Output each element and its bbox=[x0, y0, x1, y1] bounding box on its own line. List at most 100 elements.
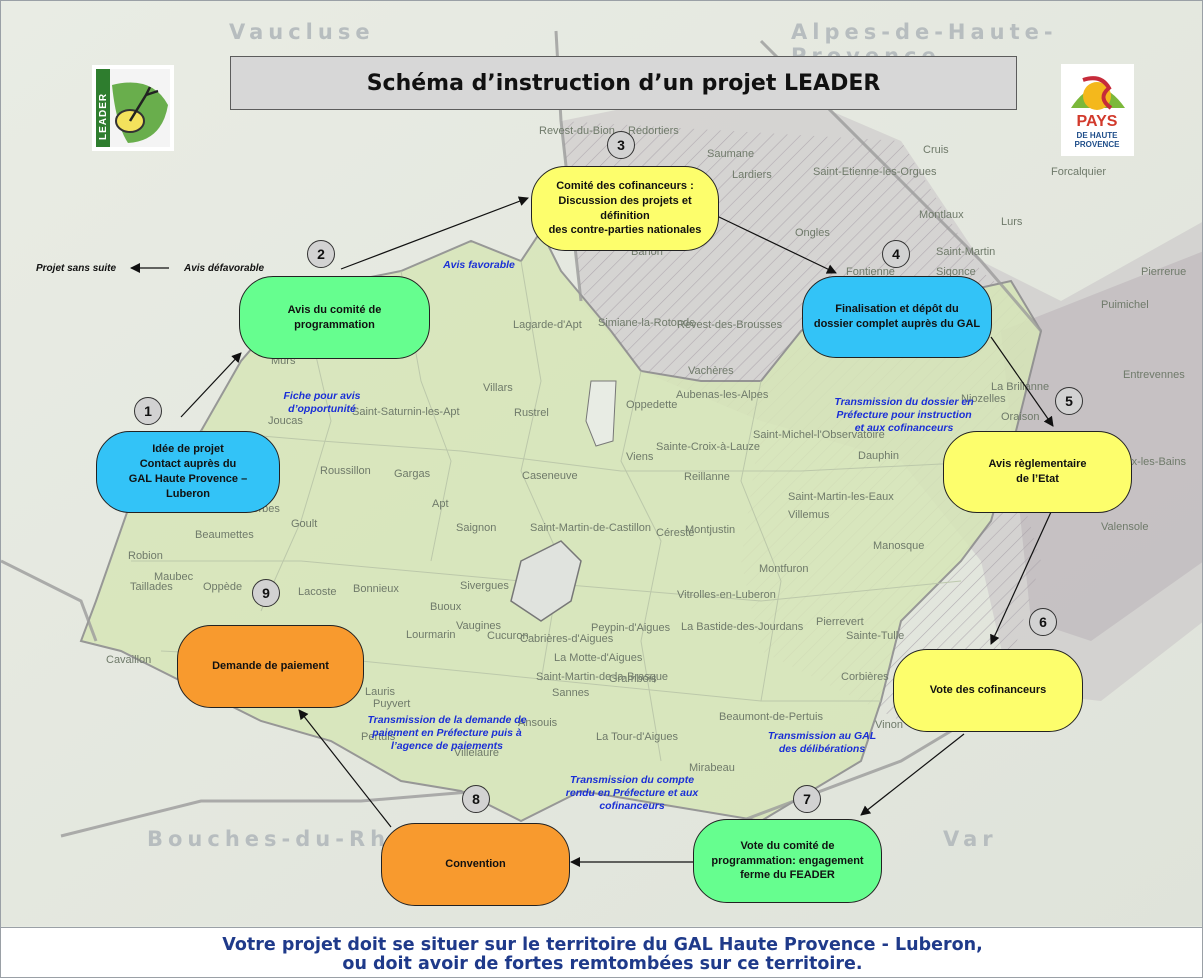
town-label: Saint-Martin bbox=[936, 246, 996, 258]
node-4-finalisation-depot: Finalisation et dépôt du dossier complet… bbox=[802, 276, 992, 358]
town-label: La Tour-d'Aigues bbox=[596, 731, 679, 743]
step-number-6: 6 bbox=[1029, 608, 1057, 636]
arrow-8-to-9 bbox=[298, 709, 392, 828]
town-label: Cruis bbox=[923, 144, 949, 156]
note-transmission-prefecture: Transmission du dossier en Préfecture po… bbox=[834, 396, 974, 435]
town-label: Ongles bbox=[795, 227, 830, 239]
town-label: Oraison bbox=[1001, 411, 1040, 423]
step-number-4: 4 bbox=[882, 240, 910, 268]
town-label: Puyvert bbox=[373, 698, 411, 710]
town-label: Cabrières-d'Aigues bbox=[520, 633, 614, 645]
town-label: Saumane bbox=[707, 148, 755, 160]
town-label: Apt bbox=[432, 498, 449, 510]
town-label: Saint-Etienne-les-Orgues bbox=[813, 166, 937, 178]
node-7-vote-comite: Vote du comité de programmation: engagem… bbox=[693, 819, 882, 903]
town-label: Bonnieux bbox=[353, 583, 399, 595]
town-label: Maubec bbox=[154, 571, 194, 583]
step-number-1: 1 bbox=[134, 397, 162, 425]
footer-line-2: ou doit avoir de fortes remtombées sur c… bbox=[342, 954, 863, 974]
region-bouches: Bouches-du-Rh bbox=[147, 827, 391, 851]
pays-haute-provence-logo: PAYS DE HAUTE PROVENCE bbox=[1061, 64, 1134, 156]
town-label: Lacoste bbox=[298, 586, 337, 598]
note-transmission-gal: Transmission au GAL des délibérations bbox=[767, 730, 877, 756]
town-label: Montjustin bbox=[685, 524, 736, 536]
node-8-convention: Convention bbox=[381, 823, 570, 906]
town-label: Sainte-Tulle bbox=[846, 630, 905, 642]
pays-logo-line1: PAYS bbox=[1077, 113, 1118, 130]
page-title: Schéma d’instruction d’un projet LEADER bbox=[366, 70, 881, 96]
town-label: Sainte-Croix-à-Lauze bbox=[656, 441, 760, 453]
town-label: Saignon bbox=[456, 522, 497, 534]
arrow-4-to-5 bbox=[990, 336, 1054, 427]
enclave-shape bbox=[510, 540, 582, 622]
town-label: Buoux bbox=[430, 601, 462, 613]
town-label: Redortiers bbox=[628, 125, 679, 137]
town-label: Sigonce bbox=[936, 266, 976, 278]
title-box: Schéma d’instruction d’un projet LEADER bbox=[230, 56, 1017, 110]
step-number-9: 9 bbox=[252, 579, 280, 607]
town-label: Vaugines bbox=[456, 620, 502, 632]
town-label: Pierrerue bbox=[1141, 266, 1187, 278]
enclave-shape-north bbox=[585, 380, 617, 447]
town-label: Oppedette bbox=[626, 399, 678, 411]
town-label: Grambois bbox=[609, 673, 657, 685]
step-number-3: 3 bbox=[607, 131, 635, 159]
town-label: Peypin-d'Aigues bbox=[591, 622, 671, 634]
town-label: Lurs bbox=[1001, 216, 1023, 228]
town-label: Villars bbox=[483, 382, 513, 394]
step-number-2: 2 bbox=[307, 240, 335, 268]
town-label: Mirabeau bbox=[689, 762, 735, 774]
town-label: Manosque bbox=[873, 540, 925, 552]
region-var: Var bbox=[943, 827, 998, 851]
town-label: Taillades bbox=[130, 581, 173, 593]
town-label: Céreste bbox=[656, 527, 695, 539]
town-label: Joucas bbox=[268, 415, 303, 427]
town-label: Pierrevert bbox=[816, 616, 864, 628]
note-transmission-compte-rendu: Transmission du compte rendu en Préfectu… bbox=[565, 774, 699, 813]
town-label: La Motte-d'Aigues bbox=[554, 652, 643, 664]
town-label: Goult bbox=[291, 518, 318, 530]
arrow-2-to-3 bbox=[340, 196, 529, 270]
town-label: Corbières bbox=[841, 671, 889, 683]
pays-logo-line3: PROVENCE bbox=[1075, 140, 1121, 149]
town-label: Cucuron bbox=[487, 630, 529, 642]
town-label: La Brillanne bbox=[991, 381, 1050, 393]
flow-arrows bbox=[130, 196, 1054, 867]
arrow-1-to-2 bbox=[180, 352, 242, 418]
town-label: Forcalquier bbox=[1051, 166, 1107, 178]
step-number-5: 5 bbox=[1055, 387, 1083, 415]
town-label: Niozelles bbox=[961, 393, 1006, 405]
town-label: Montfuron bbox=[759, 563, 809, 575]
town-label: Gargas bbox=[394, 468, 431, 480]
town-label: Montlaux bbox=[919, 209, 964, 221]
town-label: Fontienne bbox=[846, 266, 895, 278]
note-projet-sans-suite: Projet sans suite bbox=[36, 263, 117, 274]
arrow-5-to-6 bbox=[990, 511, 1052, 645]
node-6-vote-cofinanceurs: Vote des cofinanceurs bbox=[893, 649, 1083, 732]
node-3-comite-cofinanceurs: Comité des cofinanceurs : Discussion des… bbox=[531, 166, 719, 251]
note-avis-favorable: Avis favorable bbox=[443, 259, 515, 271]
node-2-avis-comite: Avis du comité de programmation bbox=[239, 276, 430, 359]
footer-line-1: Votre projet doit se situer sur le terri… bbox=[222, 935, 983, 955]
town-label: Puimichel bbox=[1101, 299, 1149, 311]
town-label: Lourmarin bbox=[406, 629, 456, 641]
town-label: Vachères bbox=[688, 365, 734, 377]
note-avis-defavorable: Avis défavorable bbox=[184, 263, 265, 274]
town-label: Roussillon bbox=[320, 465, 371, 477]
town-label: Sivergues bbox=[460, 580, 509, 592]
town-label: Lauris bbox=[365, 686, 395, 698]
town-label: Dauphin bbox=[858, 450, 899, 462]
footer-notice: Votre projet doit se situer sur le terri… bbox=[1, 927, 1202, 977]
note-transmission-paiement: Transmission de la demande de paiement e… bbox=[367, 714, 527, 753]
arrow-3-to-4 bbox=[718, 216, 837, 274]
step-number-8: 8 bbox=[462, 785, 490, 813]
town-label: Reillanne bbox=[684, 471, 730, 483]
town-label: Lardiers bbox=[732, 169, 772, 181]
town-label: Beaumettes bbox=[195, 529, 254, 541]
town-label: Revest-des-Brousses bbox=[677, 319, 783, 331]
step-number-7: 7 bbox=[793, 785, 821, 813]
town-label: Saint-Martin-les-Eaux bbox=[788, 491, 894, 503]
town-label: Pertuis bbox=[361, 731, 396, 743]
town-label: Caseneuve bbox=[522, 470, 578, 482]
